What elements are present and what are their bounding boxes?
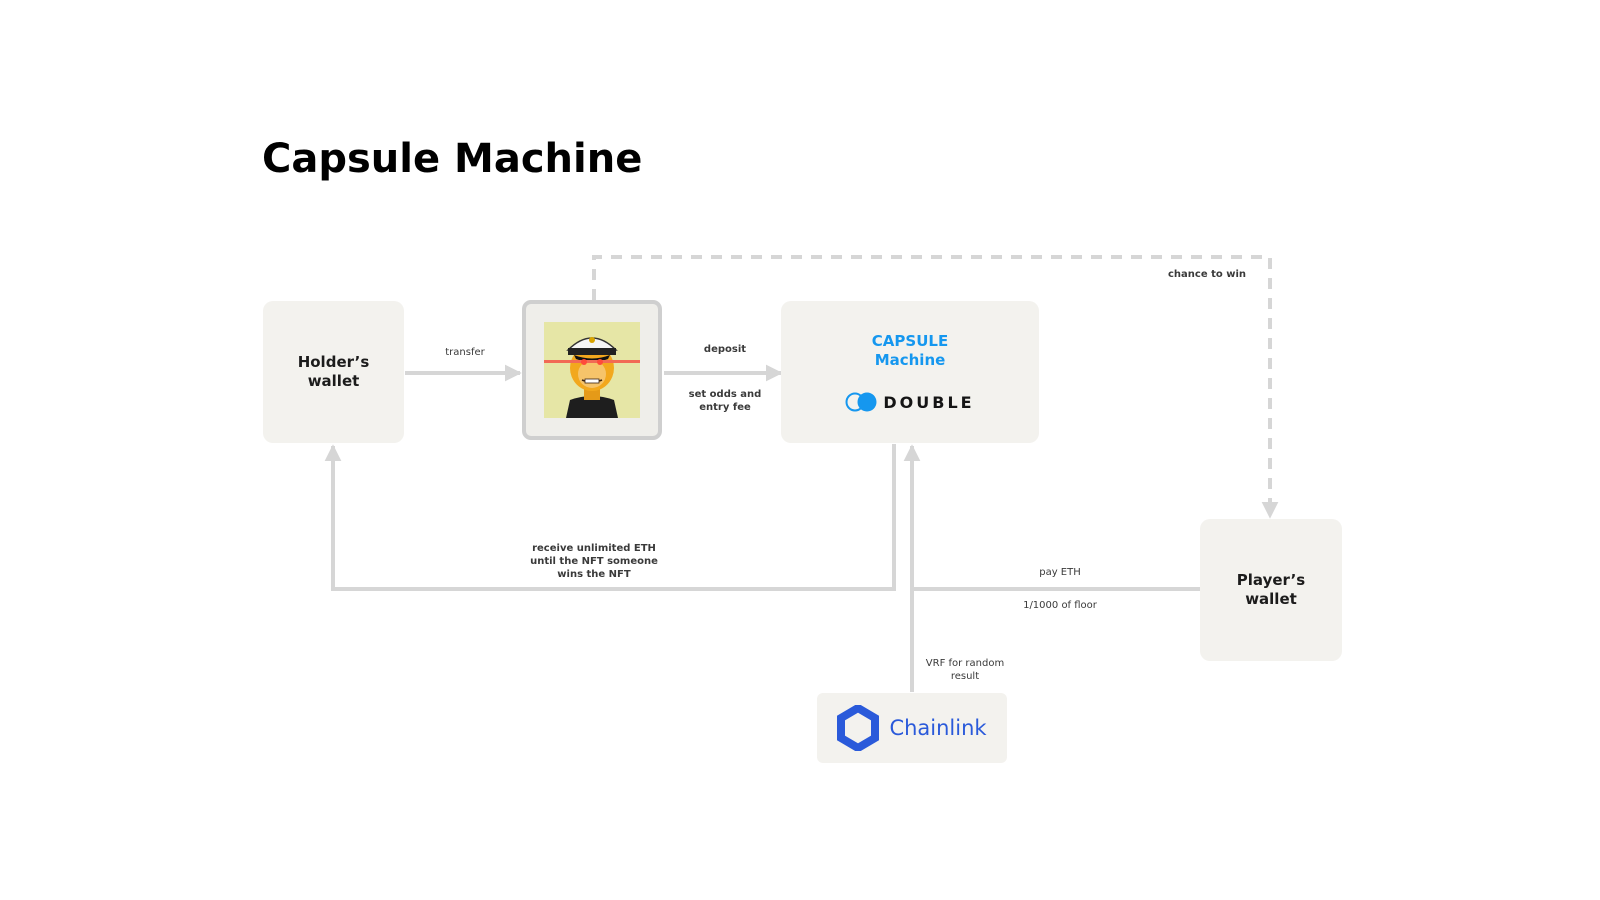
nft-ape-avatar-icon <box>544 322 640 418</box>
deposit-label: deposit <box>703 344 747 355</box>
chance-to-win-dashed-arrow <box>592 255 1279 519</box>
floor-fraction-label: 1/1000 of floor <box>1023 600 1097 611</box>
player-wallet-label: Player’s wallet <box>1236 571 1306 608</box>
receive-eth-label: receive unlimited ETH until the NFT some… <box>530 543 658 580</box>
chance-to-win-label: chance to win <box>1167 269 1247 280</box>
chainlink-brand-text: Chainlink <box>889 716 987 740</box>
page-title: Capsule Machine <box>262 136 643 182</box>
receive-eth-arrow <box>324 444 896 591</box>
chainlink-node[interactable]: Chainlink <box>817 693 1007 763</box>
holder-wallet-node[interactable]: Holder’s wallet <box>263 301 404 443</box>
nft-card[interactable] <box>522 300 662 440</box>
holder-wallet-label: Holder’s wallet <box>297 353 370 390</box>
capsule-title-line1: CAPSULE <box>871 332 949 350</box>
vrf-label: VRF for random result <box>925 658 1005 682</box>
double-brand-text: DOUBLE <box>883 392 975 412</box>
pay-eth-label: pay ETH <box>1039 567 1081 578</box>
transfer-label: transfer <box>445 347 485 358</box>
chainlink-hexagon-icon <box>837 705 880 751</box>
capsule-title-line2: Machine <box>874 351 946 369</box>
capsule-machine-node[interactable]: CAPSULE Machine DOUBLE <box>781 301 1039 443</box>
double-logo: DOUBLE <box>845 392 974 412</box>
set-odds-label: set odds and entry fee <box>688 389 762 413</box>
double-logo-icon <box>845 392 877 412</box>
player-wallet-node[interactable]: Player’s wallet <box>1200 519 1342 661</box>
